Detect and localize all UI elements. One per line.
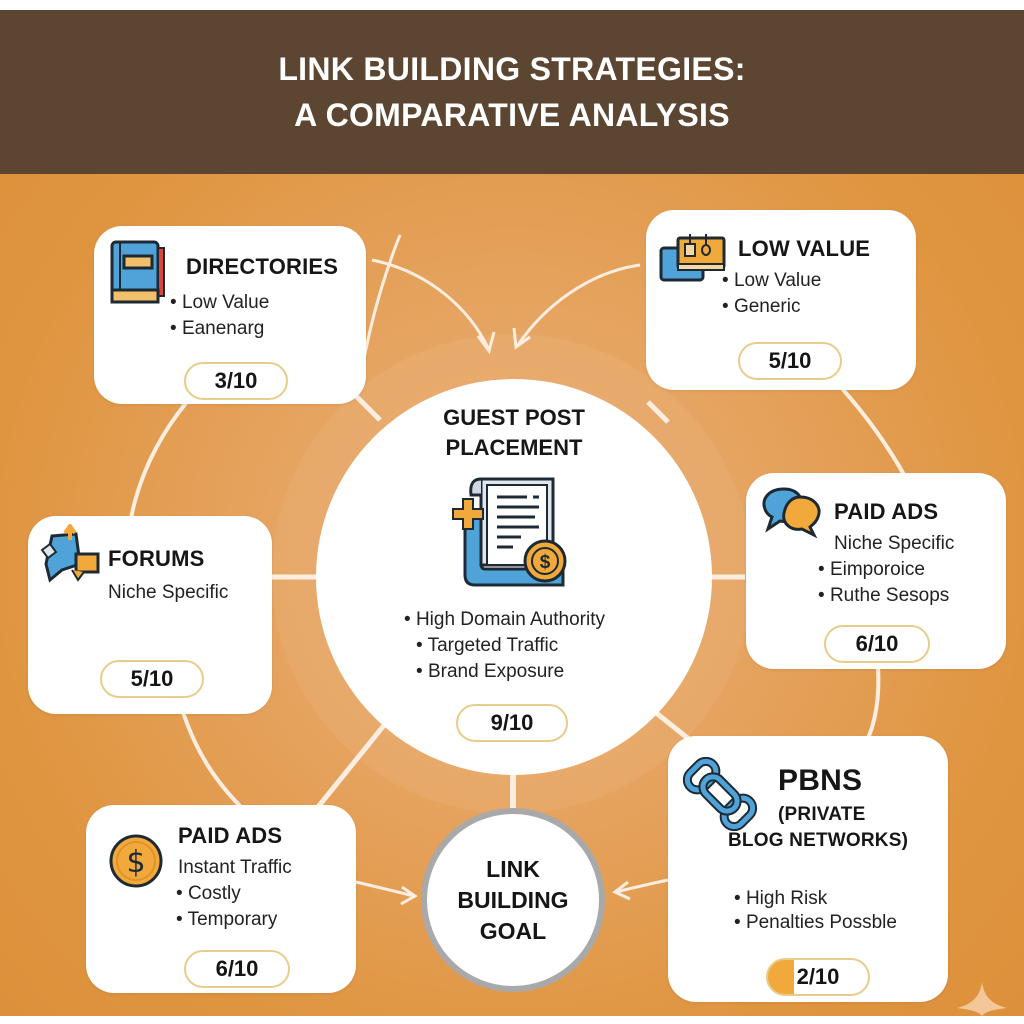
chain-link-icon bbox=[682, 756, 758, 832]
card-bullet-2: • Temporary bbox=[176, 909, 278, 930]
puzzle-arrow-icon bbox=[40, 524, 100, 583]
center-guest-post-node: GUEST POST PLACEMENT $ • High Domain Aut… bbox=[316, 379, 712, 775]
center-bullet-2: • Targeted Traffic bbox=[416, 635, 559, 656]
card-bullet-1: • Low Value bbox=[722, 270, 822, 291]
card-bullet-2: • Generic bbox=[722, 296, 801, 317]
card-title: FORUMS bbox=[108, 546, 205, 571]
score-badge: 3/10 bbox=[184, 362, 288, 400]
card-subtitle: Niche Specific bbox=[834, 533, 955, 554]
card-title: DIRECTORIES bbox=[186, 254, 339, 279]
goal-line-1: LINK bbox=[486, 855, 540, 882]
card-paid-ads-right: PAID ADS Niche Specific • Eimporoice • R… bbox=[746, 473, 1006, 669]
card-title: PBNS bbox=[778, 764, 863, 797]
center-title-line-1: GUEST POST bbox=[443, 405, 585, 430]
svg-text:$: $ bbox=[540, 552, 551, 573]
card-bullet-1: • Costly bbox=[176, 883, 241, 904]
card-bullet-1: • High Risk bbox=[734, 888, 828, 909]
card-subtitle: Instant Traffic bbox=[178, 857, 292, 878]
score-badge: 5/10 bbox=[100, 660, 204, 698]
score-badge: 6/10 bbox=[824, 625, 930, 663]
card-directories: DIRECTORIES • Low Value • Eanenarg 3/10 bbox=[94, 226, 366, 404]
title-line-2: A COMPARATIVE ANALYSIS bbox=[294, 97, 730, 133]
card-pbns: PBNS (PRIVATE BLOG NETWORKS) • High Risk… bbox=[668, 736, 948, 1002]
score-badge: 5/10 bbox=[738, 342, 842, 380]
card-title: PAID ADS bbox=[834, 499, 939, 524]
goal-line-2: BUILDING bbox=[457, 886, 569, 913]
card-title: PAID ADS bbox=[178, 823, 283, 848]
calendar-cards-icon bbox=[659, 234, 726, 282]
chat-bubbles-icon bbox=[762, 487, 821, 539]
sparkle-icon bbox=[957, 982, 1007, 1016]
card-forums: FORUMS Niche Specific 5/10 bbox=[28, 516, 272, 714]
card-title-line-3: BLOG NETWORKS) bbox=[728, 830, 909, 851]
goal-line-3: GOAL bbox=[479, 917, 547, 944]
score-badge: 2/10 bbox=[766, 958, 870, 996]
card-bullet-2: • Ruthe Sesops bbox=[818, 585, 950, 606]
card-title-line-2: (PRIVATE bbox=[778, 804, 866, 825]
infographic: LINK BUILDING STRATEGIES: A COMPARATIVE … bbox=[0, 10, 1024, 1016]
card-title: LOW VALUE bbox=[738, 236, 871, 261]
document-dollar-icon: $ bbox=[452, 477, 567, 587]
book-icon bbox=[110, 240, 165, 304]
card-bullet-2: • Penalties Possble bbox=[734, 912, 897, 933]
center-bullet-3: • Brand Exposure bbox=[416, 661, 565, 682]
header-banner: LINK BUILDING STRATEGIES: A COMPARATIVE … bbox=[0, 10, 1024, 174]
card-bullet-1: • Low Value bbox=[170, 292, 270, 313]
title-line-1: LINK BUILDING STRATEGIES: bbox=[278, 51, 746, 87]
center-title-line-2: PLACEMENT bbox=[445, 435, 583, 460]
link-building-goal-node: LINK BUILDING GOAL bbox=[421, 808, 605, 992]
score-badge: 6/10 bbox=[184, 950, 290, 988]
card-bullet-2: • Eanenarg bbox=[170, 318, 265, 339]
card-bullet-1: • Eimporoice bbox=[818, 559, 925, 580]
center-bullet-1: • High Domain Authority bbox=[404, 609, 605, 630]
card-paid-ads-left: $ PAID ADS Instant Traffic • Costly • Te… bbox=[86, 805, 356, 993]
dollar-coin-icon: $ bbox=[109, 834, 163, 888]
center-score-badge: 9/10 bbox=[456, 704, 568, 742]
svg-text:$: $ bbox=[126, 845, 145, 880]
card-low-value: LOW VALUE • Low Value • Generic 5/10 bbox=[646, 210, 916, 390]
card-subtitle: Niche Specific bbox=[108, 582, 229, 603]
